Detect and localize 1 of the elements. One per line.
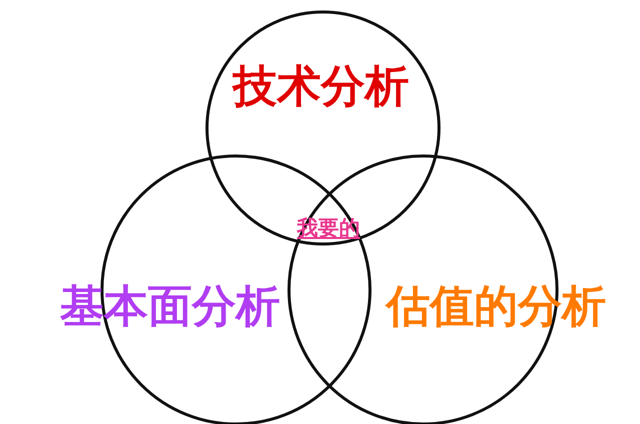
- circle-title: 技术分析: [233, 62, 409, 112]
